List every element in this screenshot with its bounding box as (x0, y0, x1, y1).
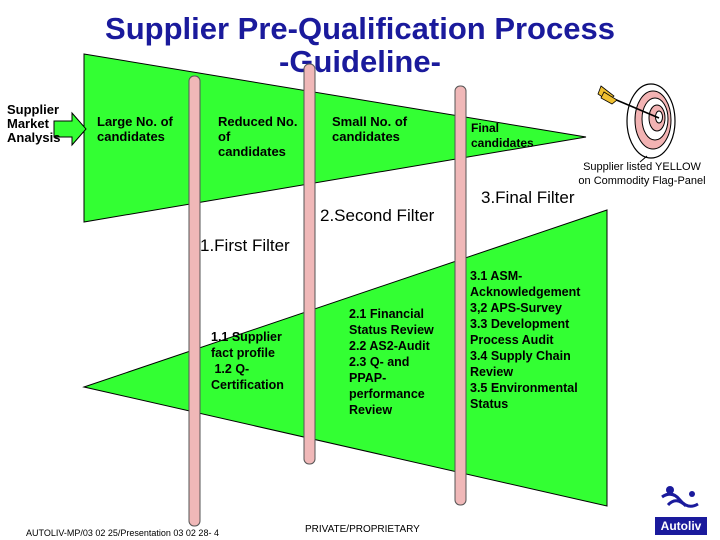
criteria-item: 1.1 Supplier (211, 330, 282, 344)
candidate-funnel (83, 53, 587, 223)
stage-reduced-line-2: of (218, 129, 231, 144)
page-title: Supplier Pre-Qualification Process -Guid… (0, 12, 720, 78)
criteria-item: Certification (211, 378, 284, 392)
final-filter-label: 3.Final Filter (481, 188, 575, 207)
stage-large-candidates: Large No. of candidates (97, 114, 173, 144)
criteria-item: PPAP- (349, 371, 387, 385)
footer-confidentiality: PRIVATE/PROPRIETARY (305, 524, 420, 535)
criteria-item: Review (349, 403, 393, 417)
criteria-item: performance (349, 387, 425, 401)
final-filter-bar (454, 85, 467, 506)
autoliv-logo-text: Autoliv (655, 517, 707, 535)
stage-reduced-line-3: candidates (218, 144, 286, 159)
criteria-funnel (82, 209, 608, 507)
criteria-item: Status Review (349, 323, 434, 337)
stage-final-line-1: Final (471, 121, 500, 135)
criteria-item: 3.3 Development (470, 317, 570, 331)
stage-reduced-line-1: Reduced No. (218, 114, 298, 129)
criteria-item: 2.3 Q- and (349, 355, 410, 369)
criteria-item: 3.4 Supply Chain (470, 349, 571, 363)
footer-document-id: AUTOLIV-MP/03 02 25/Presentation 03 02 2… (26, 528, 219, 538)
autoliv-logo-mark (661, 486, 699, 508)
first-filter-bar (188, 75, 201, 527)
criteria-item: 3,2 APS-Survey (470, 301, 562, 315)
target-icon (626, 83, 676, 163)
target-caption-line-2: on Commodity Flag-Panel (578, 175, 706, 187)
criteria-item: fact profile (211, 346, 275, 360)
second-filter-criteria: 2.1 Financial Status Review 2.2 AS2-Audi… (349, 306, 434, 418)
supplier-market-analysis-label: Supplier Market Analysis (7, 103, 60, 145)
stage-reduced-candidates: Reduced No. of candidates (218, 114, 297, 159)
stage-final-candidates: Final candidates (471, 121, 534, 151)
criteria-item: Process Audit (470, 333, 554, 347)
target-caption-line-1: Supplier listed YELLOW (583, 161, 701, 173)
criteria-item: 3.1 ASM- (470, 269, 523, 283)
criteria-item: 1.2 Q- (211, 362, 250, 376)
stage-large-line-1: Large No. of (97, 114, 173, 129)
criteria-item: 2.2 AS2-Audit (349, 339, 430, 353)
input-arrow (53, 111, 87, 147)
stage-small-line-2: candidates (332, 129, 400, 144)
criteria-item: Acknowledgement (470, 285, 581, 299)
second-filter-label: 2.Second Filter (320, 206, 435, 225)
criteria-item: 2.1 Financial (349, 307, 425, 321)
stage-small-line-1: Small No. of (332, 114, 408, 129)
second-filter-bar (303, 63, 316, 465)
input-label-line-1: Supplier (7, 102, 60, 117)
criteria-item: Status (470, 397, 509, 411)
criteria-item: Review (470, 365, 514, 379)
input-label-line-3: Analysis (7, 130, 61, 145)
stage-final-line-2: candidates (471, 136, 534, 150)
first-filter-criteria: 1.1 Supplier fact profile 1.2 Q- Certifi… (211, 329, 284, 393)
target-caption: Supplier listed YELLOW on Commodity Flag… (572, 160, 712, 188)
stage-small-candidates: Small No. of candidates (332, 114, 407, 144)
stage-large-line-2: candidates (97, 129, 165, 144)
first-filter-label: 1.First Filter (200, 236, 290, 255)
dart-icon (597, 85, 660, 119)
input-label-line-2: Market (7, 116, 49, 131)
criteria-item: 3.5 Environmental (470, 381, 578, 395)
final-filter-criteria: 3.1 ASM- Acknowledgement 3,2 APS-Survey … (470, 268, 580, 412)
title-line-1: Supplier Pre-Qualification Process (105, 11, 615, 46)
